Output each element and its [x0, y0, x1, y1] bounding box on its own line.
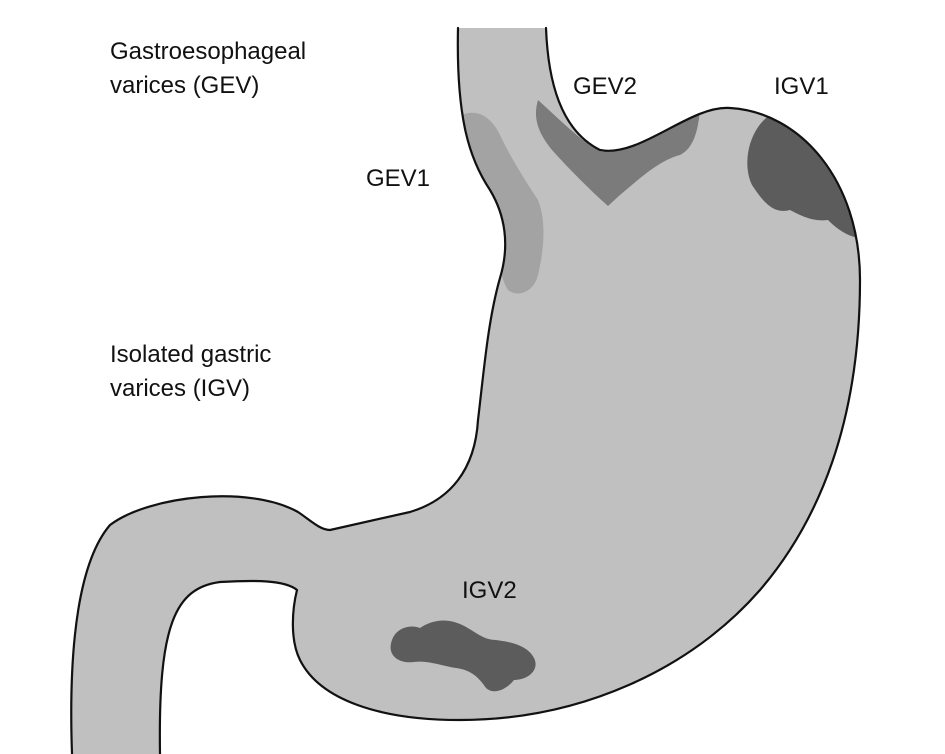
gev1-label: GEV1	[366, 165, 431, 192]
igv2-label: IGV2	[462, 577, 517, 604]
igv-title: Isolated gastric varices (IGV)	[110, 338, 271, 406]
igv2-varices-region	[390, 620, 536, 692]
igv1-label: IGV1	[774, 73, 829, 100]
igv-title-line2: varices (IGV)	[110, 375, 251, 402]
stomach-outline	[70, 26, 862, 754]
gev-title-line1: Gastroesophageal	[110, 38, 307, 65]
gev-title: Gastroesophageal varices (GEV)	[110, 35, 306, 103]
gev1-varices-region	[462, 112, 544, 294]
igv-title-line1: Isolated gastric	[110, 341, 272, 368]
igv1-varices-region	[747, 115, 861, 238]
stomach-body	[71, 28, 861, 754]
gev2-label: GEV2	[573, 73, 638, 100]
gev-title-line2: varices (GEV)	[110, 72, 260, 99]
